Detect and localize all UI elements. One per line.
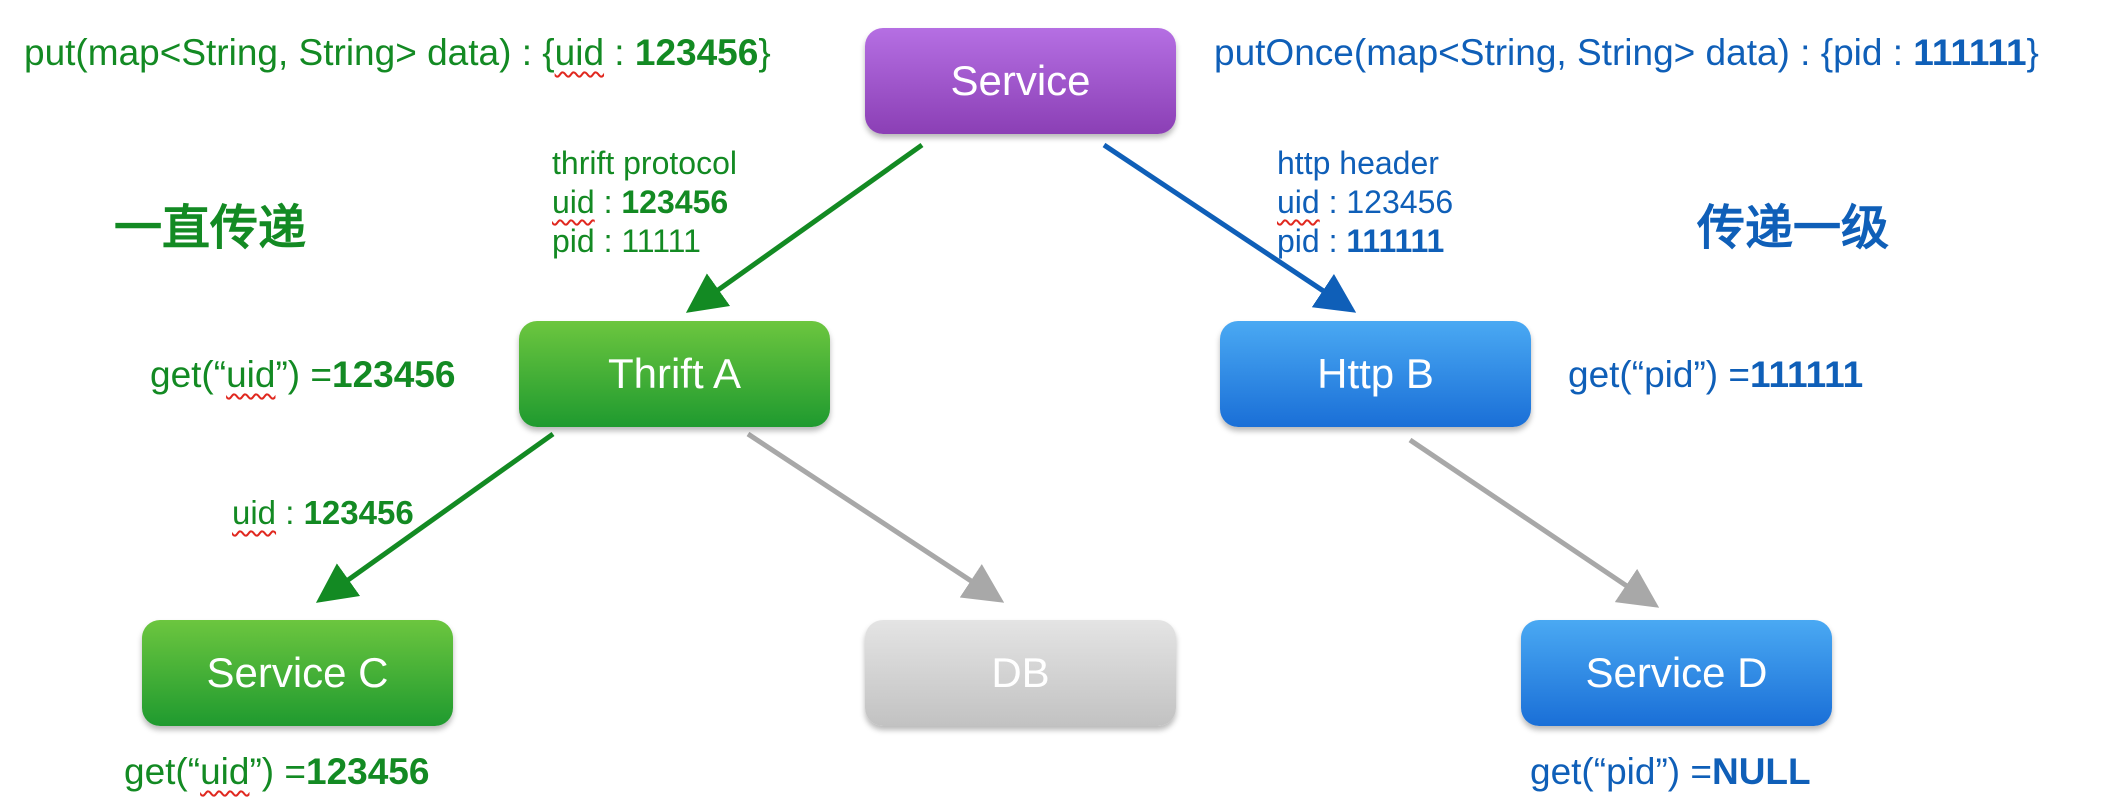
put-once-value: 111111 — [1913, 32, 2027, 73]
thrift-a-get-key: uid — [226, 354, 276, 395]
put-once-prefix: putOnce(map<String, String> data) : {pid… — [1214, 32, 1914, 73]
arrow-thrift-a-to-db — [746, 431, 1005, 603]
arrow-service-to-thrift-a — [685, 142, 924, 313]
service-c-get-post: ”) = — [249, 751, 306, 792]
thrift-a-get-post: ”) = — [275, 354, 332, 395]
put-call-key: uid — [554, 32, 605, 73]
service-c-node: Service C — [142, 620, 453, 726]
arrow-thrift-a-to-service-c — [315, 431, 555, 603]
thrift-edge-uid-value: 123456 — [621, 184, 729, 220]
put-call-suffix: } — [758, 32, 771, 73]
thrift-edge-uid-key: uid — [552, 184, 595, 220]
arrow-service-to-http-b — [1102, 142, 1357, 313]
service-d-get-text: get(“pid”) =NULL — [1530, 753, 1811, 790]
service-d-get-pre: get(“pid”) = — [1530, 751, 1712, 792]
service-d-node-label: Service D — [1585, 649, 1768, 696]
http-edge-uid-rest: : 123456 — [1319, 184, 1454, 220]
http-edge-pid-prefix: pid : — [1277, 223, 1347, 259]
http-b-get-value: 111111 — [1749, 354, 1864, 395]
thrift-a-get-text: get(“uid”) =123456 — [150, 356, 455, 393]
put-call-sep: : — [604, 32, 635, 73]
thrift-edge-line2: uid : 123456 — [552, 183, 737, 222]
thrift-edge-line3: pid : 11111 — [552, 223, 701, 259]
arrow-http-b-to-service-d — [1408, 437, 1660, 608]
right-title: 传递一级 — [1697, 200, 1890, 256]
thrift-a-get-pre: get(“ — [150, 354, 227, 395]
http-edge-line2: uid : 123456 — [1277, 183, 1453, 222]
edge-uid-key: uid — [232, 494, 277, 531]
http-edge-label: http header uid : 123456 pid : 111111 — [1277, 144, 1453, 261]
service-c-get-text: get(“uid”) =123456 — [124, 753, 429, 790]
http-b-node: Http B — [1220, 321, 1531, 427]
service-node-label: Service — [950, 57, 1091, 104]
http-edge-line3: pid : 111111 — [1277, 222, 1453, 261]
service-c-get-key: uid — [200, 751, 250, 792]
service-node: Service — [865, 28, 1176, 134]
http-b-node-label: Http B — [1317, 350, 1434, 397]
db-node: DB — [865, 620, 1176, 726]
service-d-get-value: NULL — [1711, 751, 1811, 792]
thrift-edge-label: thrift protocol uid : 123456 pid : 11111 — [552, 144, 737, 261]
edge-uid-sep: : — [276, 494, 304, 531]
edge-uid-value: 123456 — [303, 494, 414, 531]
service-c-node-label: Service C — [206, 649, 389, 696]
put-once-call-text: putOnce(map<String, String> data) : {pid… — [1214, 34, 2039, 71]
service-c-get-value: 123456 — [306, 751, 430, 792]
service-d-node: Service D — [1521, 620, 1832, 726]
put-call-prefix: put(map<String, String> data) : { — [24, 32, 555, 73]
http-b-get-pre: get(“pid”) = — [1568, 354, 1750, 395]
thrift-a-node-label: Thrift A — [607, 350, 742, 397]
service-c-get-pre: get(“ — [124, 751, 201, 792]
put-call-value: 123456 — [634, 32, 759, 73]
thrift-to-c-edge-label: uid : 123456 — [232, 496, 414, 529]
left-title: 一直传递 — [114, 200, 307, 256]
http-edge-pid-value: 111111 — [1346, 223, 1445, 259]
put-call-text: put(map<String, String> data) : {uid : 1… — [24, 34, 771, 71]
http-edge-uid-key: uid — [1277, 184, 1320, 220]
thrift-a-get-value: 123456 — [332, 354, 456, 395]
put-once-suffix: } — [2026, 32, 2039, 73]
http-b-get-text: get(“pid”) =111111 — [1568, 356, 1863, 393]
thrift-edge-line1: thrift protocol — [552, 145, 737, 181]
thrift-a-node: Thrift A — [519, 321, 830, 427]
http-edge-line1: http header — [1277, 145, 1439, 181]
thrift-edge-uid-sep: : — [594, 184, 622, 220]
db-node-label: DB — [991, 649, 1050, 696]
